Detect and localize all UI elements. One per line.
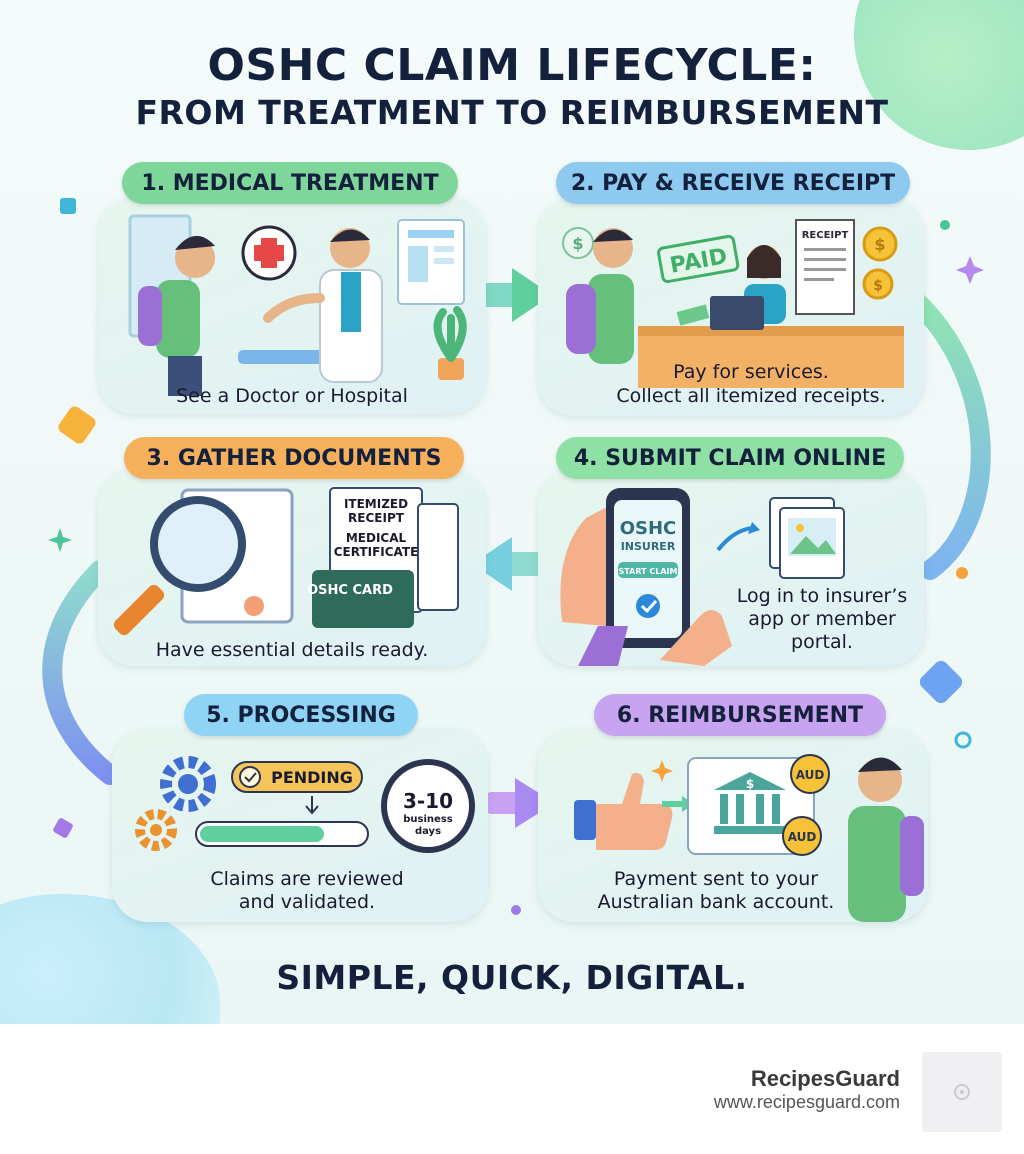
sparkle-icon bbox=[919, 660, 963, 704]
sparkle-icon bbox=[48, 528, 72, 552]
connector-arc-left bbox=[42, 560, 120, 785]
payment-illustration: $ PAID RECEIPT $ bbox=[538, 198, 924, 420]
brand-url-link[interactable]: www.recipesguard.com bbox=[713, 1092, 900, 1112]
processing-illustration: PENDING 3-10 business days bbox=[112, 730, 488, 926]
aud-coin-label: AUD bbox=[796, 768, 825, 782]
page-title: OSHC CLAIM LIFECYCLE: bbox=[207, 40, 817, 91]
days-range: 3-10 bbox=[403, 789, 453, 813]
footer: RecipesGuard www.recipesguard.com bbox=[0, 1024, 1024, 1154]
step-2-label: 2. PAY & RECEIVE RECEIPT bbox=[556, 162, 910, 204]
tagline: SIMPLE, QUICK, DIGITAL. bbox=[276, 958, 748, 997]
oshc-card-label: OSHC CARD bbox=[307, 583, 393, 598]
brand-name[interactable]: RecipesGuard bbox=[750, 1066, 900, 1091]
doctor-visit-illustration bbox=[98, 198, 486, 418]
step-4-caption-line2: app or member bbox=[748, 608, 896, 630]
step-6-label: 6. REIMBURSEMENT bbox=[594, 694, 886, 736]
step-1-caption: See a Doctor or Hospital bbox=[176, 385, 408, 407]
arrow-right-icon bbox=[478, 268, 552, 322]
sparkle-icon bbox=[940, 220, 950, 230]
itemized-receipt-line1: ITEMIZED bbox=[344, 497, 408, 511]
step-4-label: 4. SUBMIT CLAIM ONLINE bbox=[556, 437, 904, 479]
sparkle-icon bbox=[58, 406, 96, 444]
step-4-caption-line3: portal. bbox=[791, 631, 853, 653]
progress-fill bbox=[200, 826, 324, 842]
step-2-caption-line1: Pay for services. bbox=[673, 361, 829, 383]
coin-dollar: $ bbox=[874, 235, 885, 254]
sparkle-icon bbox=[956, 567, 968, 579]
aud-coin-label: AUD bbox=[788, 830, 817, 844]
pending-status: PENDING bbox=[271, 768, 353, 787]
phone-brand-line2: INSURER bbox=[621, 540, 676, 553]
step-2-caption-line2: Collect all itemized receipts. bbox=[616, 385, 886, 407]
sparkle-icon bbox=[60, 198, 76, 214]
brand-logo-icon bbox=[922, 1052, 1002, 1132]
step-5-caption-line1: Claims are reviewed bbox=[210, 868, 404, 890]
page-subtitle: FROM TREATMENT TO REIMBURSEMENT bbox=[135, 93, 889, 132]
receipt-title: RECEIPT bbox=[802, 230, 849, 241]
sparkle-icon bbox=[956, 256, 984, 284]
start-claim-button: START CLAIM bbox=[619, 567, 678, 576]
arrow-right-icon bbox=[487, 778, 555, 828]
medical-certificate-line1: MEDICAL bbox=[346, 531, 407, 545]
connector-arc-right bbox=[905, 290, 991, 580]
phone-brand-line1: OSHC bbox=[620, 518, 677, 539]
flow-connectors bbox=[42, 198, 991, 915]
sparkle-icon bbox=[511, 905, 521, 915]
step-5-caption-line2: and validated. bbox=[238, 891, 376, 913]
arrow-left-icon bbox=[472, 537, 545, 591]
submit-online-illustration: OSHC INSURER START CLAIM bbox=[538, 470, 924, 670]
days-unit-line2: days bbox=[415, 826, 441, 837]
itemized-receipt-line2: RECEIPT bbox=[348, 511, 405, 525]
step-4-caption-line1: Log in to insurer’s bbox=[736, 585, 908, 607]
step-1-label: 1. MEDICAL TREATMENT bbox=[122, 162, 458, 204]
coin-dollar: $ bbox=[873, 278, 883, 294]
medical-certificate-line2: CERTIFICATE bbox=[334, 545, 419, 559]
infographic-canvas: OSHC CLAIM LIFECYCLE: FROM TREATMENT TO … bbox=[0, 0, 1024, 1024]
sparkle-icon bbox=[53, 818, 73, 838]
days-unit-line1: business bbox=[403, 814, 453, 825]
step-3-label: 3. GATHER DOCUMENTS bbox=[124, 437, 464, 479]
dollar-label: $ bbox=[572, 234, 583, 253]
step-5-label: 5. PROCESSING bbox=[184, 694, 418, 736]
documents-illustration: ITEMIZED RECEIPT MEDICAL CERTIFICATE OSH… bbox=[98, 470, 486, 670]
step-6-caption-line1: Payment sent to your bbox=[613, 868, 819, 890]
sparkle-icon bbox=[954, 731, 972, 749]
step-6-caption-line2: Australian bank account. bbox=[597, 891, 835, 913]
step-3-caption: Have essential details ready. bbox=[155, 639, 429, 661]
reimbursement-illustration: $ AUD AUD bbox=[538, 730, 928, 926]
bank-dollar: $ bbox=[746, 777, 754, 791]
